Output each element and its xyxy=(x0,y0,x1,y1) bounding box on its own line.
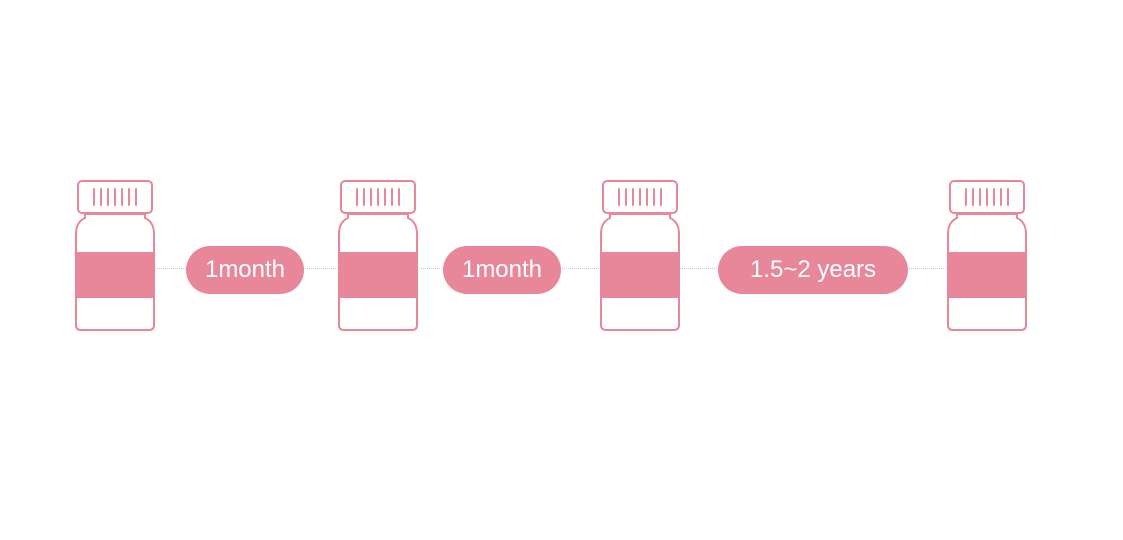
connector-line xyxy=(416,268,444,269)
interval-label: 1.5~2 years xyxy=(718,246,908,294)
bottle-icon xyxy=(947,180,1027,332)
bottle-icon xyxy=(75,180,155,332)
connector-line xyxy=(679,268,719,269)
bottle-icon xyxy=(600,180,680,332)
connector-line xyxy=(560,268,601,269)
connector-line xyxy=(154,268,188,269)
bottle-icon xyxy=(338,180,418,332)
connector-line xyxy=(302,268,338,269)
interval-label: 1month xyxy=(186,246,304,294)
interval-label: 1month xyxy=(443,246,561,294)
connector-line xyxy=(907,268,948,269)
